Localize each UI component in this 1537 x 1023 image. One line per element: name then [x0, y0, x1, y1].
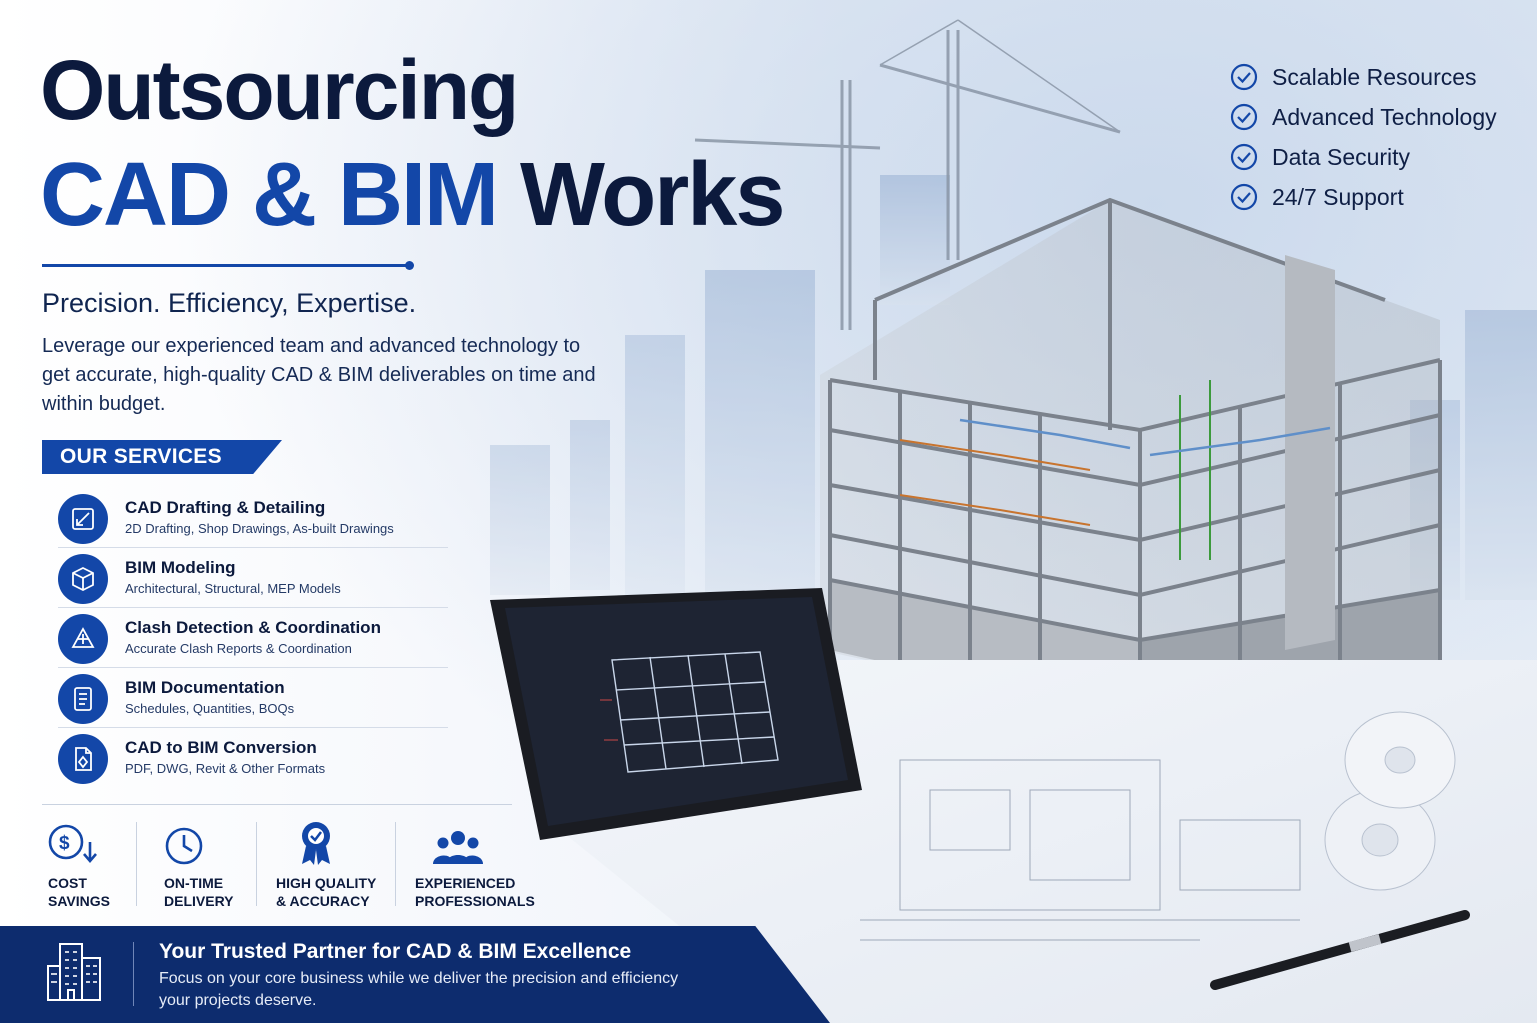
service-subtitle: PDF, DWG, Revit & Other Formats	[125, 761, 326, 776]
buildings-icon	[44, 940, 108, 1009]
headline-rest: Works	[519, 145, 785, 245]
footer-title: Your Trusted Partner for CAD & BIM Excel…	[159, 940, 632, 963]
headline-line-1: Outsourcing	[40, 43, 519, 137]
check-circle-icon	[1230, 103, 1258, 131]
highlight-item: 24/7 Support	[1230, 180, 1497, 220]
benefit-experienced: EXPERIENCED PROFESSIONALS	[415, 820, 535, 910]
service-subtitle: Accurate Clash Reports & Coordination	[125, 641, 352, 656]
highlight-label: Scalable Resources	[1272, 64, 1477, 90]
check-circle-icon	[1230, 63, 1258, 91]
svg-text:$: $	[59, 833, 70, 854]
benefit-label: EXPERIENCED PROFESSIONALS	[415, 875, 535, 909]
headline-line-2: CAD & BIM Works	[40, 150, 785, 240]
headline-accent: CAD & BIM	[40, 145, 499, 245]
cube-icon	[58, 554, 108, 604]
tablet	[490, 588, 862, 840]
service-title: Clash Detection & Coordination	[125, 618, 381, 637]
check-circle-icon	[1230, 143, 1258, 171]
service-item: CAD Drafting & Detailing 2D Drafting, Sh…	[58, 488, 448, 548]
intro-paragraph: Leverage our experienced team and advanc…	[42, 335, 596, 415]
service-subtitle: Architectural, Structural, MEP Models	[125, 581, 341, 596]
award-ribbon-icon	[276, 820, 376, 866]
check-circle-icon	[1230, 183, 1258, 211]
benefit-cost-savings: $ COST SAVINGS	[48, 820, 110, 910]
benefit-separator	[136, 822, 137, 906]
benefit-label: HIGH QUALITY & ACCURACY	[276, 875, 377, 909]
benefits-divider	[42, 804, 512, 805]
benefit-label: ON-TIME DELIVERY	[164, 875, 234, 909]
clock-icon	[164, 820, 234, 866]
highlight-label: Data Security	[1272, 144, 1411, 170]
benefit-label: COST SAVINGS	[48, 875, 110, 909]
service-title: BIM Modeling	[125, 558, 236, 577]
building-structure	[820, 197, 1442, 720]
service-subtitle: 2D Drafting, Shop Drawings, As-built Dra…	[125, 521, 394, 536]
services-heading: OUR SERVICES	[42, 440, 282, 474]
benefit-quality: HIGH QUALITY & ACCURACY	[276, 820, 376, 910]
highlight-label: 24/7 Support	[1272, 184, 1404, 210]
team-icon	[415, 820, 535, 866]
footer-separator	[133, 942, 134, 1006]
drafting-icon	[58, 494, 108, 544]
footer-band	[0, 926, 830, 1023]
highlight-item: Data Security	[1230, 140, 1497, 180]
service-item: BIM Documentation Schedules, Quantities,…	[58, 668, 448, 728]
clash-icon	[58, 614, 108, 664]
tagline: Precision. Efficiency, Expertise.	[42, 288, 417, 318]
footer-text: Focus on your core business while we del…	[159, 970, 679, 1009]
highlight-label: Advanced Technology	[1272, 104, 1497, 130]
highlight-item: Advanced Technology	[1230, 100, 1497, 140]
services-list: CAD Drafting & Detailing 2D Drafting, Sh…	[58, 488, 448, 788]
benefit-on-time: ON-TIME DELIVERY	[164, 820, 234, 910]
service-subtitle: Schedules, Quantities, BOQs	[125, 701, 295, 716]
benefit-separator	[256, 822, 257, 906]
service-item: Clash Detection & Coordination Accurate …	[58, 608, 448, 668]
tower-crane	[694, 19, 1121, 330]
dollar-down-icon: $	[48, 820, 110, 866]
service-item: BIM Modeling Architectural, Structural, …	[58, 548, 448, 608]
highlight-item: Scalable Resources	[1230, 60, 1497, 100]
document-icon	[58, 674, 108, 724]
service-title: CAD Drafting & Detailing	[125, 498, 326, 517]
service-title: CAD to BIM Conversion	[125, 738, 317, 757]
headline-underline	[42, 261, 414, 270]
highlights-list: Scalable Resources Advanced Technology D…	[1230, 60, 1497, 220]
service-title: BIM Documentation	[125, 678, 285, 697]
benefit-separator	[395, 822, 396, 906]
file-convert-icon	[58, 734, 108, 784]
service-item: CAD to BIM Conversion PDF, DWG, Revit & …	[58, 728, 448, 788]
pen	[1210, 910, 1470, 990]
